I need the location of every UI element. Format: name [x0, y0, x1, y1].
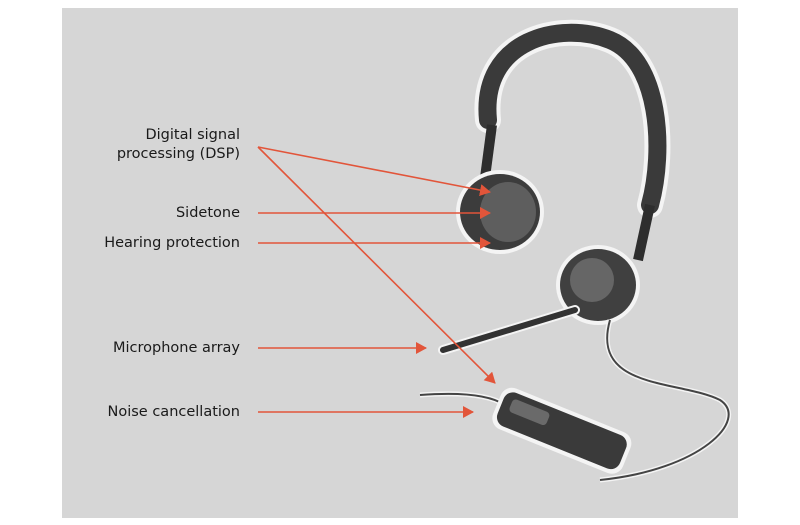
- label-hearing-protection: Hearing protection: [104, 235, 240, 251]
- label-dsp-line2: processing (DSP): [116, 146, 240, 162]
- label-dsp: Digital signal processing (DSP): [117, 126, 240, 164]
- label-dsp-line1: Digital signal: [145, 127, 240, 143]
- label-sidetone: Sidetone: [175, 205, 240, 221]
- label-noise-cancellation: Noise cancellation: [107, 404, 241, 420]
- inline-controller: [492, 387, 632, 474]
- arrow-dsp-earcup: [257, 146, 491, 196]
- arrow-dsp-controller: [257, 146, 496, 384]
- label-microphone-array: Microphone array: [112, 340, 240, 356]
